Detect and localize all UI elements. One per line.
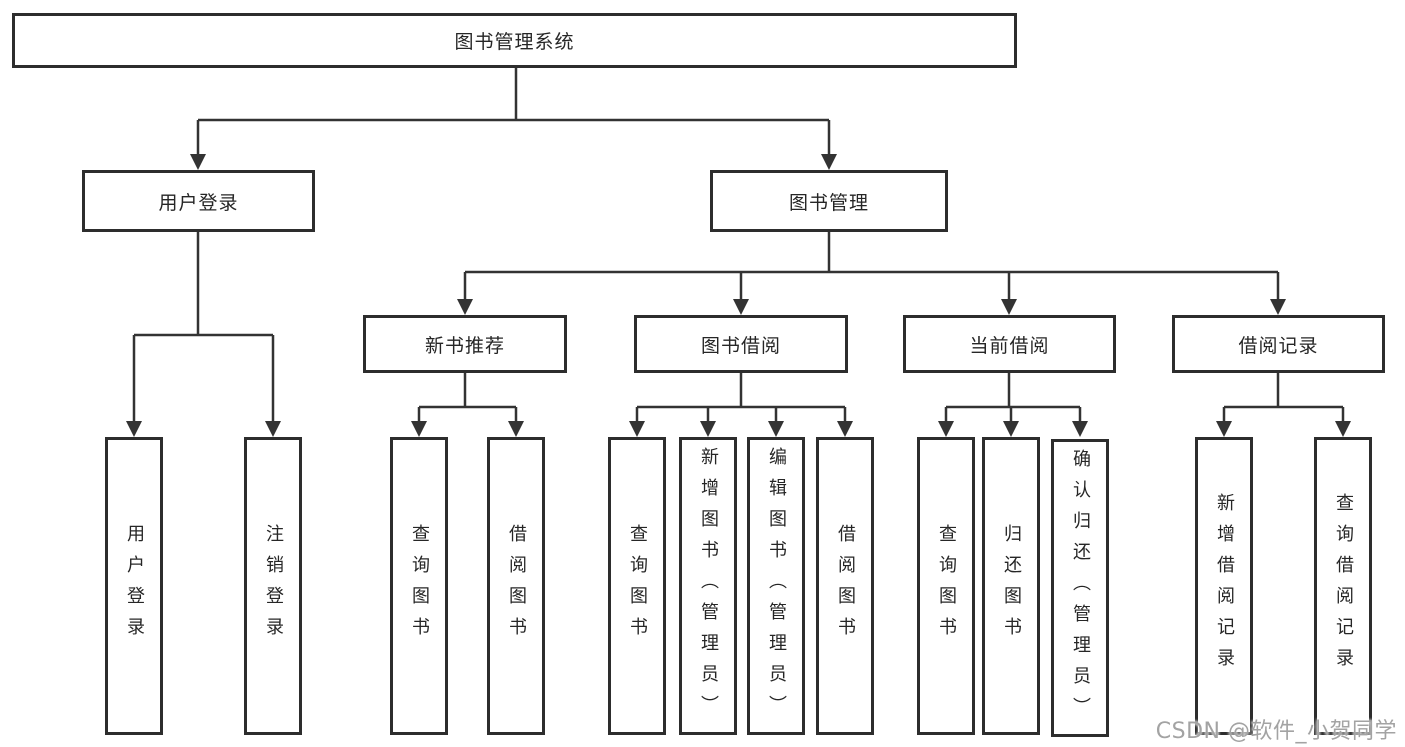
- node-book-management: 图书管理: [710, 170, 948, 232]
- leaf-label: 新增借阅记录: [1214, 493, 1235, 679]
- leaf-label: 新增图书（管理员）: [698, 446, 719, 726]
- node-borrow-records: 借阅记录: [1172, 315, 1385, 373]
- leaf-label: 查询图书: [936, 524, 957, 648]
- leaf-label: 确认归还（管理员）: [1070, 448, 1091, 728]
- node-leaf-query-books-1: 查询图书: [390, 437, 448, 735]
- leaf-label: 查询图书: [627, 524, 648, 648]
- leaf-label: 查询图书: [409, 524, 430, 648]
- node-leaf-query-borrow-record: 查询借阅记录: [1314, 437, 1372, 735]
- node-leaf-borrow-books-2: 借阅图书: [816, 437, 874, 735]
- leaf-label: 借阅图书: [506, 524, 527, 648]
- leaf-label: 归还图书: [1001, 524, 1022, 648]
- node-root-system: 图书管理系统: [12, 13, 1017, 68]
- node-leaf-logout: 注销登录: [244, 437, 302, 735]
- node-leaf-add-borrow-record: 新增借阅记录: [1195, 437, 1253, 735]
- node-leaf-borrow-books-1: 借阅图书: [487, 437, 545, 735]
- node-leaf-query-books-2: 查询图书: [608, 437, 666, 735]
- arrowhead-icons: [126, 154, 1351, 437]
- leaf-label: 用户登录: [124, 524, 145, 648]
- node-leaf-user-login: 用户登录: [105, 437, 163, 735]
- node-leaf-confirm-return-admin: 确认归还（管理员）: [1051, 439, 1109, 737]
- node-leaf-query-books-3: 查询图书: [917, 437, 975, 735]
- csdn-watermark: CSDN @软件_小贺同学: [1155, 719, 1397, 744]
- node-leaf-add-books-admin: 新增图书（管理员）: [679, 437, 737, 735]
- leaf-label: 查询借阅记录: [1333, 493, 1354, 679]
- node-leaf-return-books: 归还图书: [982, 437, 1040, 735]
- node-new-book-recommend: 新书推荐: [363, 315, 567, 373]
- node-user-login: 用户登录: [82, 170, 315, 232]
- connector-lines: [132, 66, 1345, 425]
- leaf-label: 注销登录: [263, 524, 284, 648]
- node-leaf-edit-books-admin: 编辑图书（管理员）: [747, 437, 805, 735]
- leaf-label: 编辑图书（管理员）: [766, 446, 787, 726]
- node-current-borrowing: 当前借阅: [903, 315, 1116, 373]
- leaf-label: 借阅图书: [835, 524, 856, 648]
- node-book-borrowing: 图书借阅: [634, 315, 848, 373]
